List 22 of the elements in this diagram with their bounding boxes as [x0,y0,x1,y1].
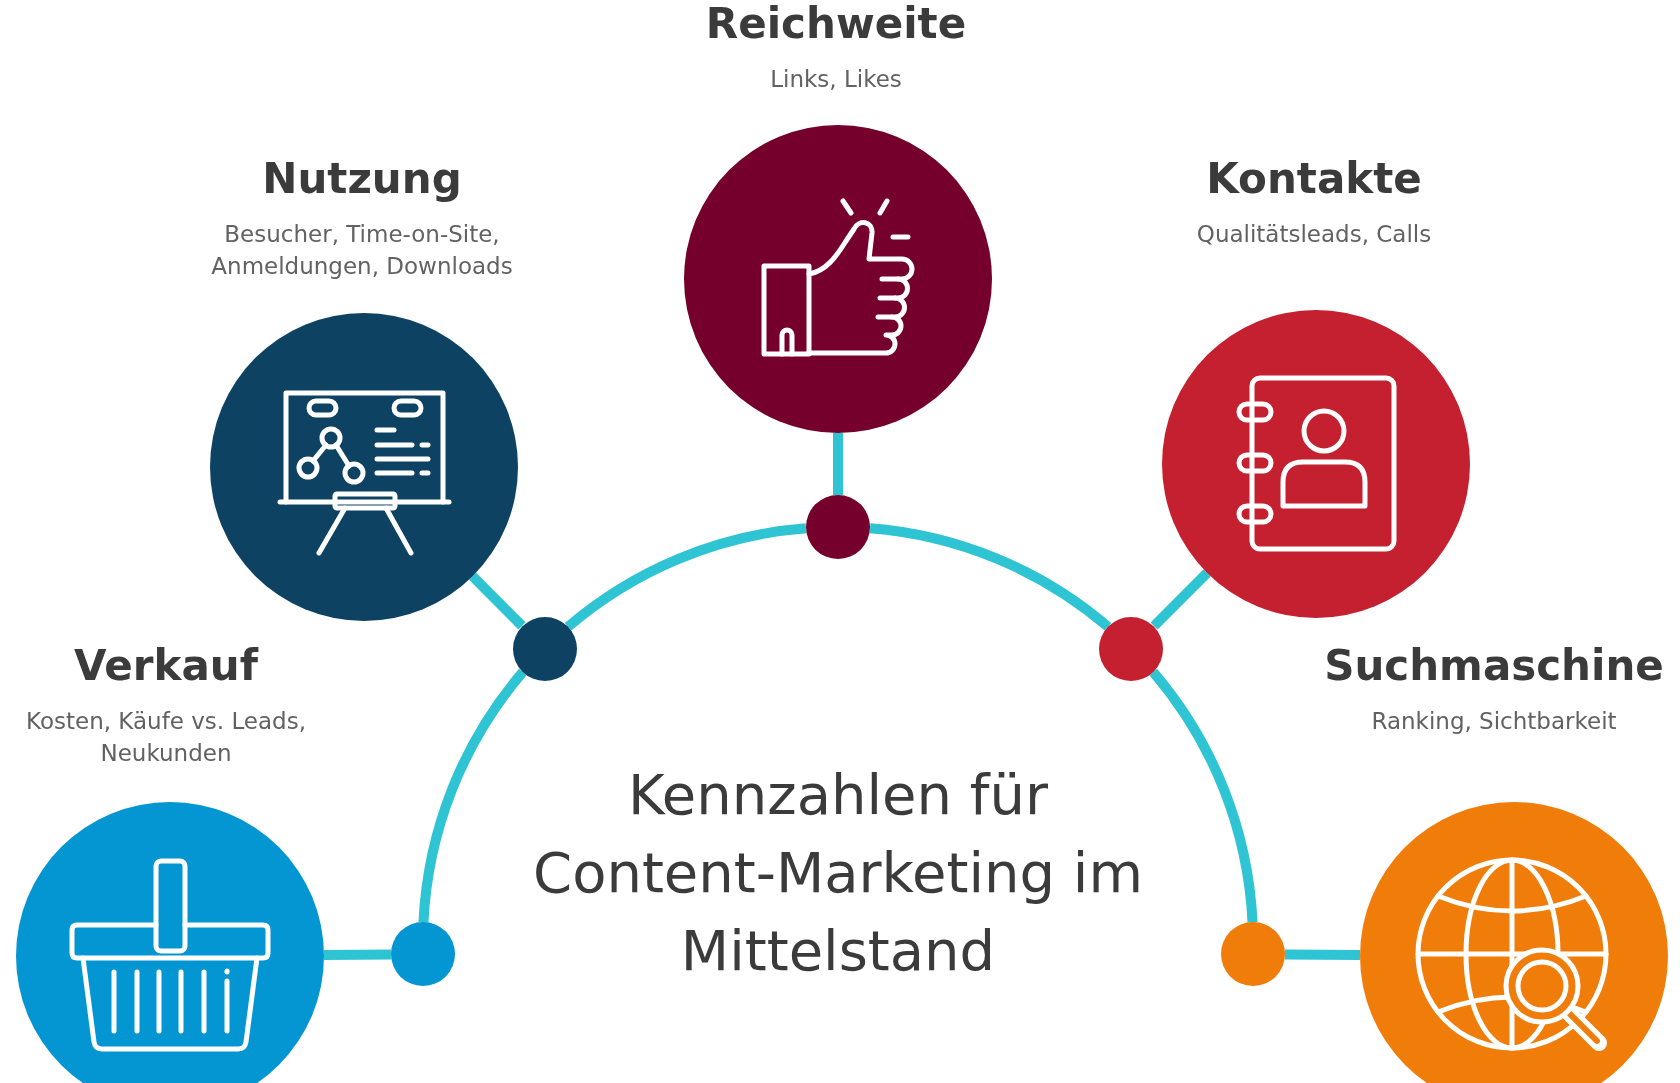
metric-description: Besucher, Time-on-Site, Anmeldungen, Downloads [210,220,514,281]
connector-line [1284,949,1360,960]
connector-line [323,949,392,960]
connector-line [869,523,1111,631]
metric-description: Kosten, Käufe vs. Leads, Neukunden [24,707,307,768]
metric-description: Ranking, Sichtbarkeit [1371,707,1617,736]
connector-line [469,572,526,630]
connector-line [418,669,527,923]
connector-line [565,523,807,631]
diagram-title: Kennzahlen für Content-Marketing im Mittelstand [532,761,1144,985]
junction-dot [1099,616,1164,681]
junction-dot [512,616,577,681]
metric-title: Suchmaschine [1324,642,1664,690]
connector-line [1150,569,1211,630]
connector-line [1149,669,1258,923]
metric-title: Kontakte [1206,155,1422,203]
connector-line [833,433,843,495]
metric-title: Nutzung [262,155,462,203]
metric-description: Links, Likes [770,65,902,94]
metric-title: Verkauf [74,642,258,690]
metric-description: Qualitätsleads, Calls [1196,220,1432,249]
metric-title: Reichweite [705,0,967,48]
